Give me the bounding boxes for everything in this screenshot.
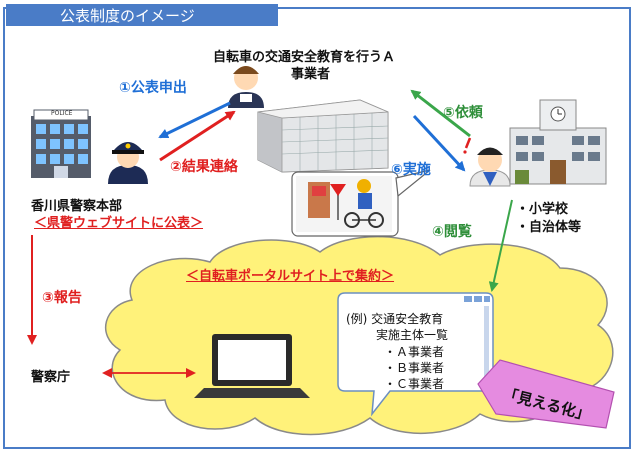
schools-item-1: ・小学校 (516, 202, 569, 217)
agency-name: 警察庁 (31, 370, 71, 385)
header-title: 公表制度のイメージ (60, 7, 195, 25)
bicycle-lesson-illustration (291, 169, 431, 237)
arrow-5-request (410, 89, 471, 138)
exclamation-icon (463, 137, 472, 154)
operator-building-icon (257, 99, 389, 173)
window-line-1: (例) 交通安全教育 (346, 312, 444, 326)
police-name: 香川県警察本部 (31, 199, 123, 214)
operator-label-line2: 事業者 (291, 67, 331, 82)
window-item-1: ・Ａ事業者 (384, 345, 445, 359)
flow-5-label: ⑤依頼 (443, 105, 483, 121)
police-sign: POLICE (51, 110, 73, 117)
operator-label-line1: 自転車の交通安全教育を行うＡ (213, 50, 396, 65)
outer-frame (3, 7, 631, 449)
operator-person-icon (228, 66, 264, 108)
arrow-6-implement (412, 114, 466, 172)
window-item-2: ・Ｂ事業者 (384, 361, 445, 375)
window-line-2: 実施主体一覧 (376, 328, 449, 342)
flow-3-label: ③報告 (42, 290, 82, 306)
flow-2-label: ②結果連絡 (170, 159, 238, 175)
flow-4-label: ④閲覧 (432, 224, 472, 240)
police-publish-note: ＜県警ウェブサイトに公表＞ (34, 216, 204, 231)
arrow-2-result-contact (159, 110, 236, 162)
school-building-icon (509, 99, 607, 185)
flow-6-label: ⑥実施 (391, 162, 431, 178)
arrow-4-browse (488, 199, 513, 292)
header-tab (6, 4, 278, 26)
flow-1-label: ①公表申出 (119, 80, 187, 96)
laptop-icon (194, 334, 310, 398)
police-officer-icon (108, 142, 148, 184)
arrow-1-publish-request (158, 101, 231, 139)
schools-item-2: ・自治体等 (516, 220, 582, 235)
visualize-banner (477, 359, 615, 429)
school-person-icon (469, 147, 511, 187)
police-building-icon (31, 109, 91, 178)
window-item-3: ・Ｃ事業者 (384, 377, 445, 391)
portal-label: ＜自転車ポータルサイト上で集約＞ (186, 269, 395, 284)
